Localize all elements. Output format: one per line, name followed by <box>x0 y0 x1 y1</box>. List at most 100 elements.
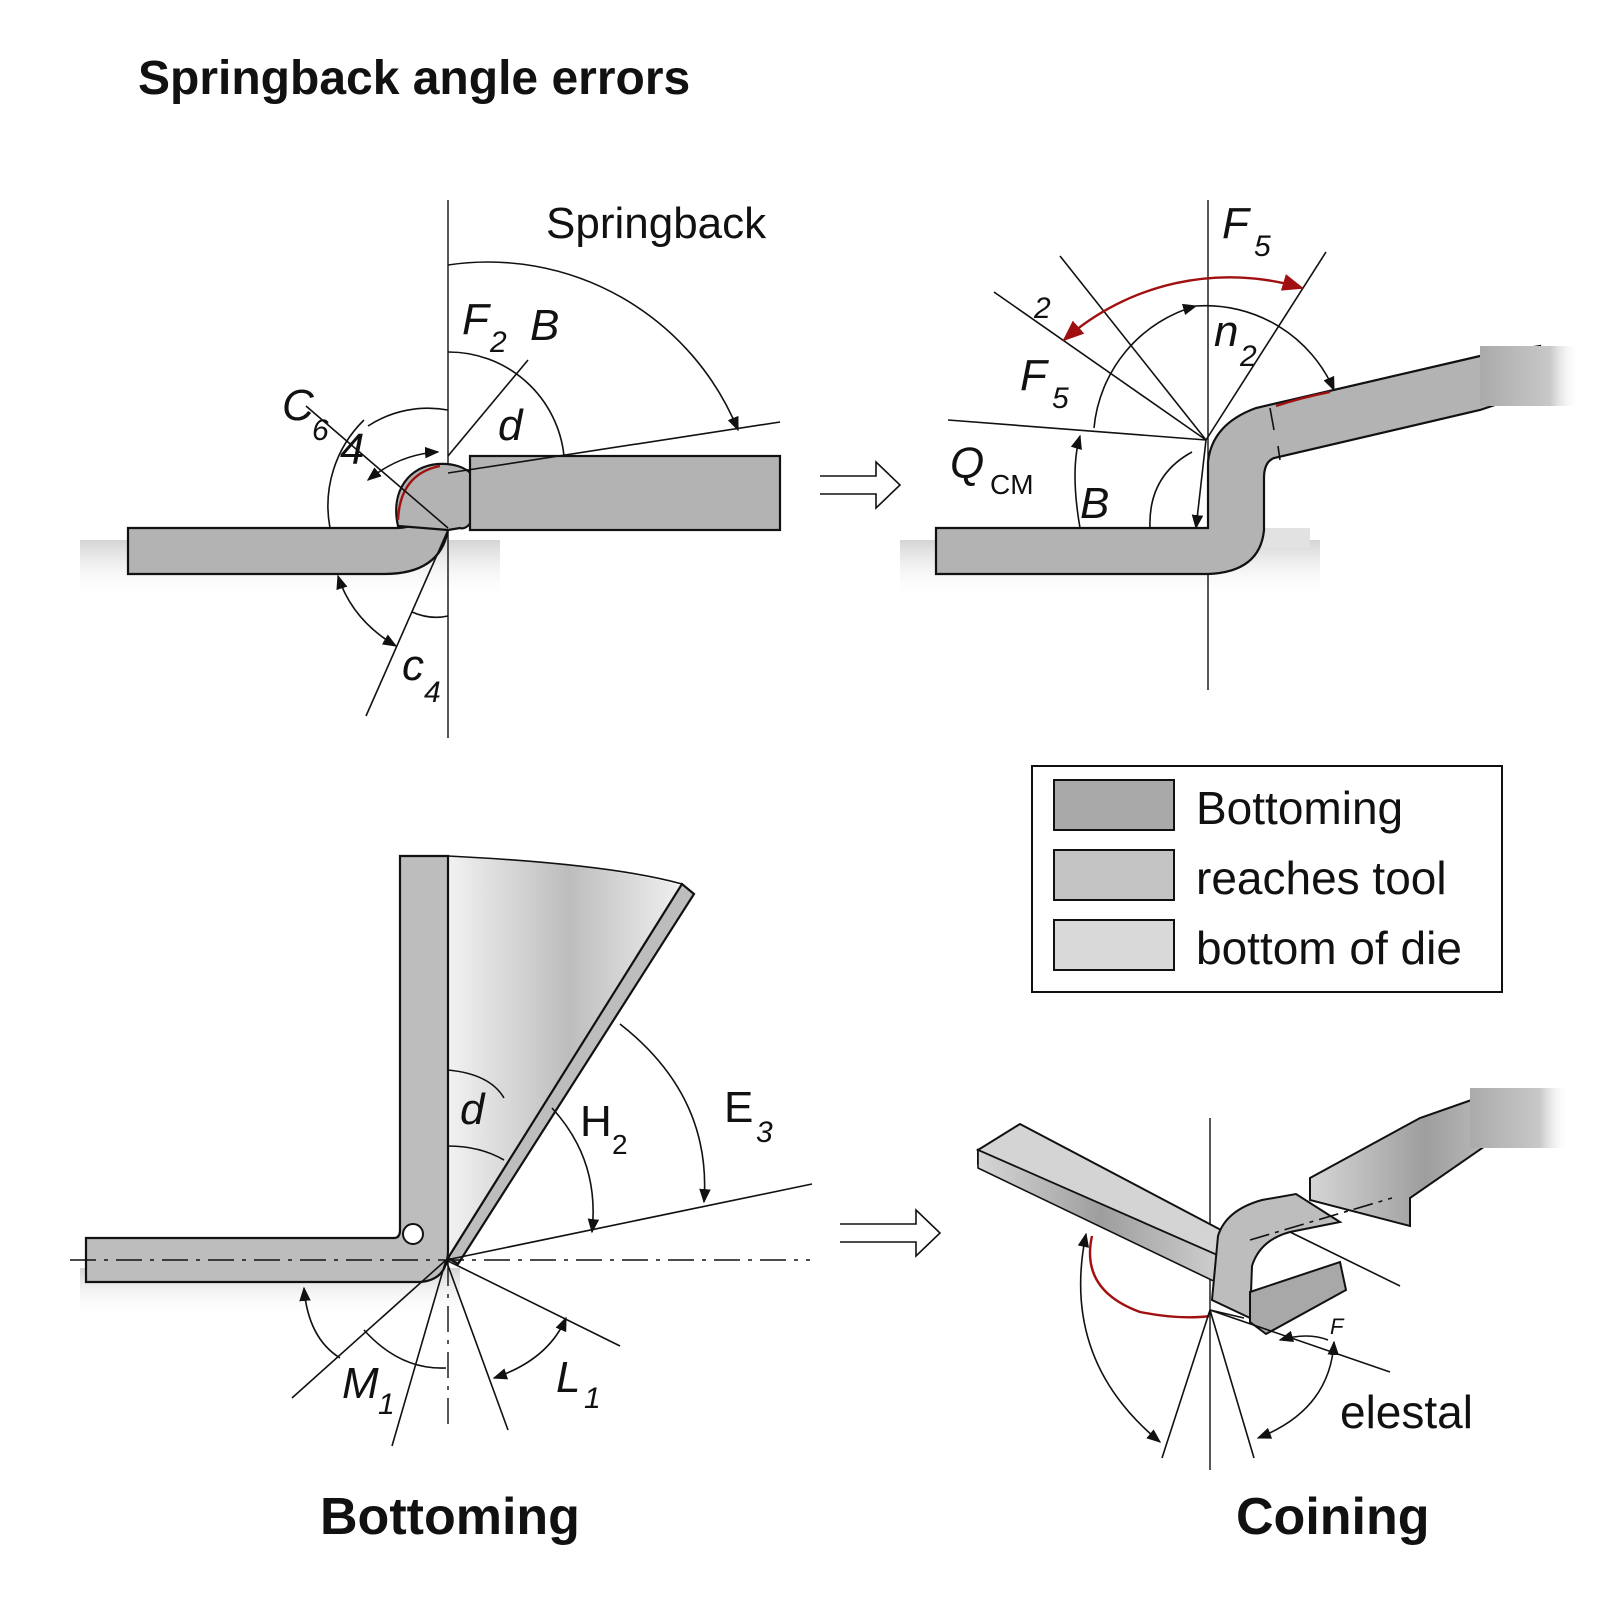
arc-L1 <box>492 1316 567 1380</box>
red-arc <box>1062 274 1305 342</box>
label-F2: F <box>462 295 491 344</box>
ray-M1-left <box>291 1259 447 1399</box>
label-elestal: elestal <box>1340 1386 1473 1438</box>
label-d: d <box>498 401 524 450</box>
label-c4-sub: 4 <box>424 676 441 709</box>
arc-F <box>1278 1330 1329 1342</box>
arc-left <box>1077 1232 1162 1443</box>
label-L1-sub: 1 <box>584 1382 601 1415</box>
label-C6-sub: 6 <box>312 414 329 447</box>
label-F5: F <box>1020 351 1049 400</box>
label-B: B <box>530 301 559 350</box>
label-F2-sub: 2 <box>1033 292 1051 325</box>
label-4: 4 <box>340 425 364 474</box>
label-Q-sub: CM <box>990 469 1034 500</box>
pivot-circle <box>402 1223 424 1245</box>
guide-dash <box>1249 1197 1393 1241</box>
arc-d-top <box>447 1069 505 1099</box>
left-arm-top <box>975 1122 1242 1260</box>
arc-C6 <box>327 419 365 529</box>
label-F2-sub: 2 <box>489 326 507 359</box>
ray-E3 <box>445 1183 813 1261</box>
legend-swatch-bottoming <box>1053 779 1175 831</box>
l-plate <box>84 854 450 1284</box>
label-c4: c <box>402 641 424 690</box>
label-H2: H <box>580 1097 612 1146</box>
legend: Bottoming reaches tool bottom of die <box>1031 765 1503 993</box>
right-arm-tail <box>1470 1088 1570 1148</box>
transition-arrow-bottom <box>840 1208 942 1258</box>
ray-right <box>1209 1309 1255 1459</box>
arc-C6-top <box>367 407 449 427</box>
label-F5-top: F <box>1222 199 1251 248</box>
panel-springback-left: Springback F 2 B d C 6 4 c 4 <box>80 199 782 738</box>
fold <box>1210 1192 1343 1320</box>
label-n2-sub: 2 <box>1239 340 1257 373</box>
upper-plate <box>468 454 782 532</box>
ray-c <box>365 529 449 717</box>
label-E3: E <box>724 1083 753 1132</box>
label-L1: L <box>556 1353 580 1402</box>
ray-Q <box>947 419 1207 441</box>
label-F5-sub: 5 <box>1052 382 1069 415</box>
arc-d-bottom <box>447 1145 505 1161</box>
caption-bottoming: Bottoming <box>320 1488 580 1546</box>
label-d: d <box>460 1085 486 1134</box>
arc-4 <box>366 446 440 481</box>
caption-coining: Coining <box>1236 1488 1430 1546</box>
ray-F2 <box>993 291 1207 441</box>
label-Q: Q <box>950 439 984 488</box>
ray-far-right <box>1209 1309 1391 1373</box>
fan-shading <box>448 856 690 1258</box>
notch <box>1269 407 1275 431</box>
panel-coining: F elestal <box>975 1088 1570 1470</box>
fan-arc <box>447 855 683 885</box>
label-n2: n <box>1214 307 1238 356</box>
arc-M1 <box>299 1286 341 1359</box>
panel-bottoming: d H 2 E 3 M 1 L 1 <box>70 854 813 1447</box>
arc-M1-inner <box>363 1329 447 1369</box>
arc-c4 <box>336 574 398 647</box>
ray-n2 <box>1205 251 1327 441</box>
arc-B-inner <box>1149 451 1193 529</box>
label-E3-sub: 3 <box>756 1116 773 1149</box>
inclined-plate <box>446 882 696 1266</box>
ray-F5-left <box>1059 255 1207 441</box>
label-M1: M <box>342 1359 379 1408</box>
legend-label-reaches-tool: reaches tool <box>1196 852 1447 904</box>
bent-plate <box>934 344 1542 576</box>
arc-H2 <box>551 1107 600 1234</box>
ray-M1 <box>391 1259 447 1447</box>
ray-left <box>1161 1309 1211 1459</box>
arc-E3 <box>619 1023 711 1204</box>
guide-line <box>1289 1231 1401 1287</box>
ray-short <box>1209 1309 1245 1319</box>
arc-left <box>1093 303 1198 429</box>
ray-L1-right <box>445 1259 621 1347</box>
page-title: Springback angle errors <box>138 52 690 105</box>
label-M1-sub: 1 <box>378 1388 395 1421</box>
arc-d <box>447 351 565 457</box>
label-B: B <box>1080 479 1109 528</box>
label-H2-sub: 2 <box>612 1129 628 1160</box>
legend-swatch-bottom-of-die <box>1053 919 1175 971</box>
plate-tail <box>1480 346 1580 406</box>
red-edge <box>1275 390 1331 408</box>
arc-B <box>1070 434 1082 529</box>
arc-c4-small <box>411 611 449 619</box>
ray-down <box>1191 439 1207 530</box>
transition-arrow-top <box>820 460 902 510</box>
panel-springback-right: F 5 2 n 2 F 5 Q CM B <box>900 199 1580 690</box>
ray-B <box>447 359 529 457</box>
arc-right <box>1195 304 1335 392</box>
label-springback: Springback <box>546 199 767 248</box>
legend-label-bottoming: Bottoming <box>1196 782 1403 834</box>
springback-arc <box>447 261 739 432</box>
legend-label-bottom-of-die: bottom of die <box>1196 922 1462 974</box>
label-F5-top-sub: 5 <box>1254 230 1271 263</box>
notch-2 <box>1277 445 1281 461</box>
label-F: F <box>1330 1314 1345 1339</box>
label-C6: C <box>282 381 315 430</box>
right-arm-near <box>1249 1260 1348 1336</box>
